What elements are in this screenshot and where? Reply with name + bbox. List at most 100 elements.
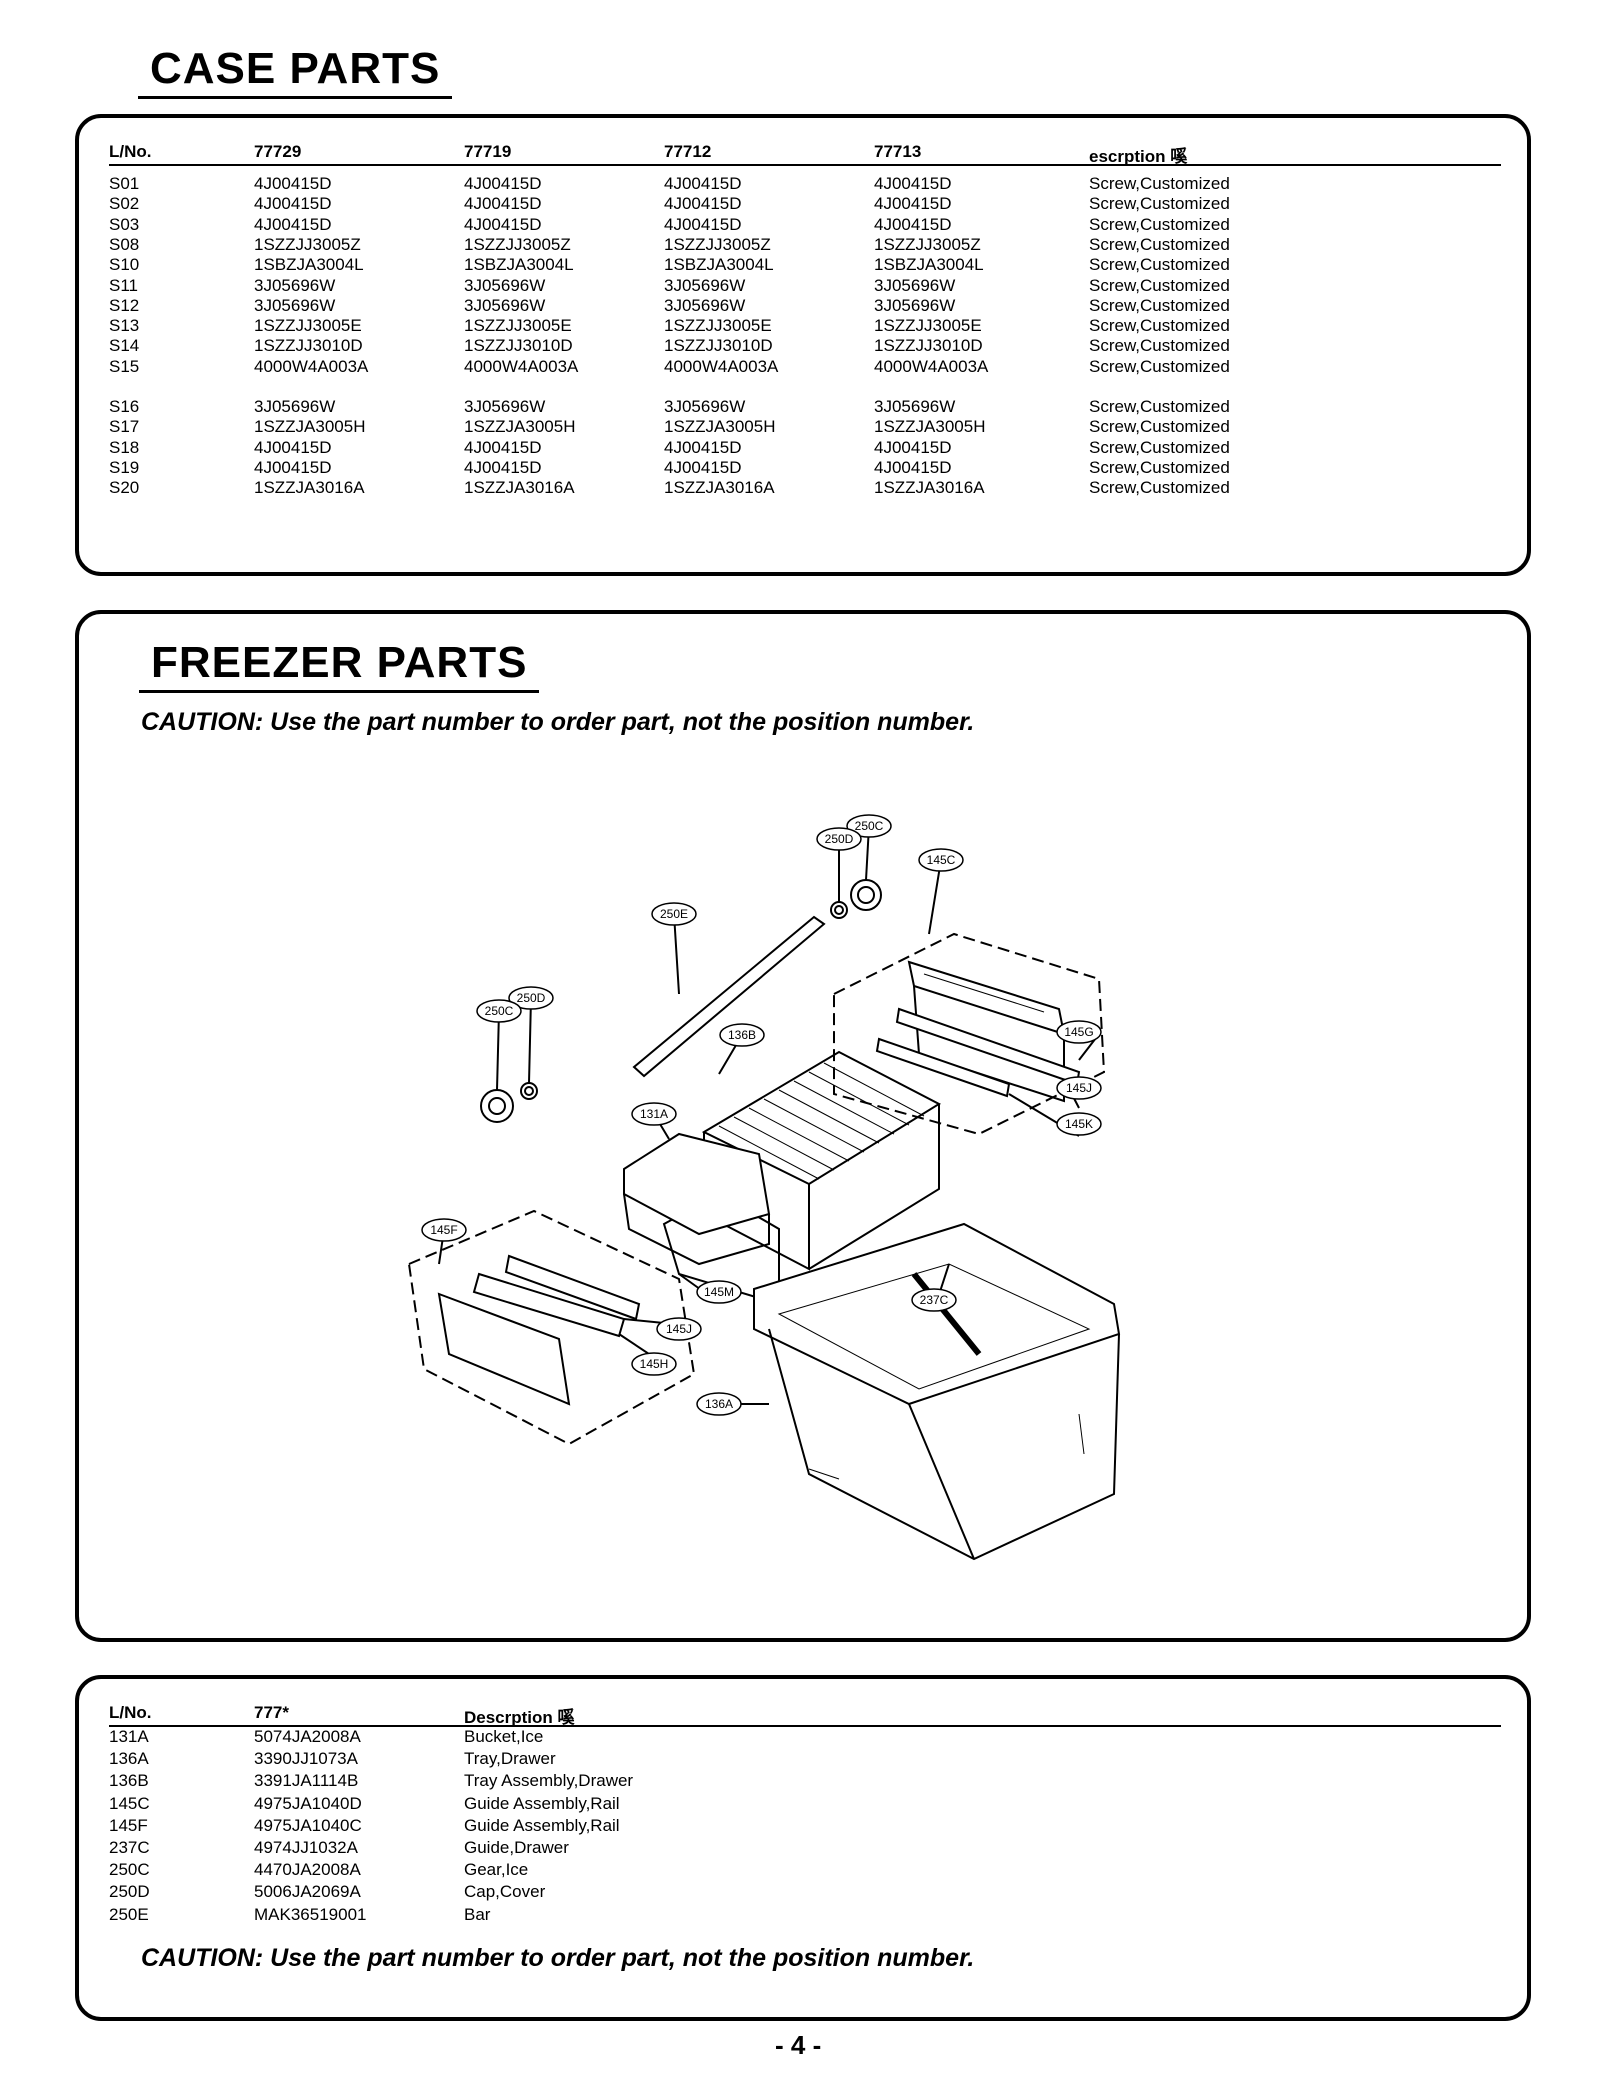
table-cell: S20: [109, 478, 140, 498]
callout-label: 145H: [640, 1357, 669, 1371]
callout-bubble: [816, 827, 862, 851]
callout-label: 131A: [640, 1107, 668, 1121]
case-parts-title: CASE PARTS: [138, 44, 453, 99]
table-cell: 145C: [109, 1793, 150, 1813]
header-rule: [109, 164, 1501, 166]
table-cell: 3390JJ1073A: [254, 1749, 358, 1769]
table-cell: S01: [109, 174, 140, 193]
table-cell: 3J05696W: [874, 275, 956, 295]
table-cell: 4J00415D: [874, 457, 952, 477]
header-cell: escrption 嗘: [1089, 147, 1188, 166]
table-cell: Screw,Customized: [1089, 336, 1230, 356]
table-cell: Gear,Ice: [464, 1860, 529, 1880]
header-cell: 777*: [254, 1703, 289, 1722]
table-cell: Screw,Customized: [1089, 356, 1230, 376]
table-cell: 4J00415D: [254, 457, 332, 477]
table-cell: 4J00415D: [874, 437, 952, 457]
callout-bubble: [651, 902, 697, 926]
table-cell: 4975JA1040D: [254, 1793, 362, 1813]
table-cell: 3J05696W: [464, 295, 546, 315]
table-cell: Guide Assembly,Rail: [464, 1815, 620, 1835]
table-cell: 3J05696W: [664, 295, 746, 315]
table-cell: 4J00415D: [464, 194, 542, 214]
table-cell: S12: [109, 295, 140, 315]
table-cell: 3J05696W: [464, 397, 546, 416]
callout-bubble: [696, 1392, 742, 1416]
freezer-parts-title: FREEZER PARTS: [139, 638, 540, 693]
callout-bubble: [656, 1317, 702, 1341]
table-cell: Screw,Customized: [1089, 295, 1230, 315]
table-cell: 4J00415D: [664, 214, 742, 234]
table-cell: 1SZZJJ3005Z: [664, 234, 771, 254]
table-cell: Guide,Drawer: [464, 1838, 569, 1857]
table-cell: 4974JJ1032A: [254, 1838, 358, 1857]
table-cell: 4J00415D: [874, 214, 952, 234]
table-cell: 3J05696W: [874, 397, 956, 416]
table-cell: 1SBZJA3004L: [254, 255, 364, 275]
table-cell: 1SZZJA3005H: [874, 417, 986, 437]
callout-bubble: [508, 986, 554, 1010]
table-cell: Tray,Drawer: [464, 1749, 556, 1769]
header-cell: L/No.: [109, 1703, 152, 1722]
table-cell: 4J00415D: [254, 194, 332, 214]
table-cell: 1SZZJJ3005E: [664, 316, 772, 336]
header-cell: 77729: [254, 142, 302, 161]
table-cell: 250C: [109, 1860, 150, 1880]
header-cell: 77713: [874, 142, 922, 161]
table-cell: 1SBZJA3004L: [664, 255, 774, 275]
table-cell: 145F: [109, 1815, 148, 1835]
callout-bubble: [911, 1288, 957, 1312]
table-cell: 5006JA2069A: [254, 1882, 361, 1902]
table-cell: 250D: [109, 1882, 150, 1902]
table-cell: 4J00415D: [464, 457, 542, 477]
table-cell: Screw,Customized: [1089, 214, 1230, 234]
table-cell: 1SZZJJ3005Z: [464, 234, 571, 254]
table-cell: 4J00415D: [664, 457, 742, 477]
table-cell: S15: [109, 356, 140, 376]
table-cell: 4000W4A003A: [664, 356, 779, 376]
callout-bubble: [1056, 1112, 1102, 1136]
header-rule: [109, 1725, 1501, 1727]
header-cell: Descrption 嗘: [464, 1708, 575, 1727]
table-cell: Screw,Customized: [1089, 316, 1230, 336]
table-cell: 1SZZJJ3010D: [664, 336, 773, 356]
callout-label: 145J: [666, 1322, 692, 1336]
table-cell: Screw,Customized: [1089, 234, 1230, 254]
table-cell: Bar: [464, 1904, 491, 1924]
table-header: L/No. 777* Descrption 嗘: [79, 1703, 1527, 1727]
callout-label: 250D: [825, 832, 854, 846]
table-cell: 1SBZJA3004L: [874, 255, 984, 275]
callout-bubble: [421, 1218, 467, 1242]
table-cell: 4J00415D: [874, 174, 952, 193]
table-cell: Guide Assembly,Rail: [464, 1793, 620, 1813]
table-cell: 4J00415D: [664, 174, 742, 193]
table-cell: 3J05696W: [464, 275, 546, 295]
table-cell: Screw,Customized: [1089, 174, 1230, 193]
table-cell: Screw,Customized: [1089, 478, 1230, 498]
table-cell: 4J00415D: [664, 437, 742, 457]
table-cell: Bucket,Ice: [464, 1727, 544, 1746]
header-cell: 77712: [664, 142, 712, 161]
callout-bubble: [631, 1102, 677, 1126]
table-cell: S16: [109, 397, 140, 416]
table-cell: 1SZZJA3016A: [874, 478, 985, 498]
table-cell: Screw,Customized: [1089, 437, 1230, 457]
table-cell: 1SZZJJ3010D: [874, 336, 983, 356]
table-cell: 1SZZJJ3010D: [464, 336, 573, 356]
